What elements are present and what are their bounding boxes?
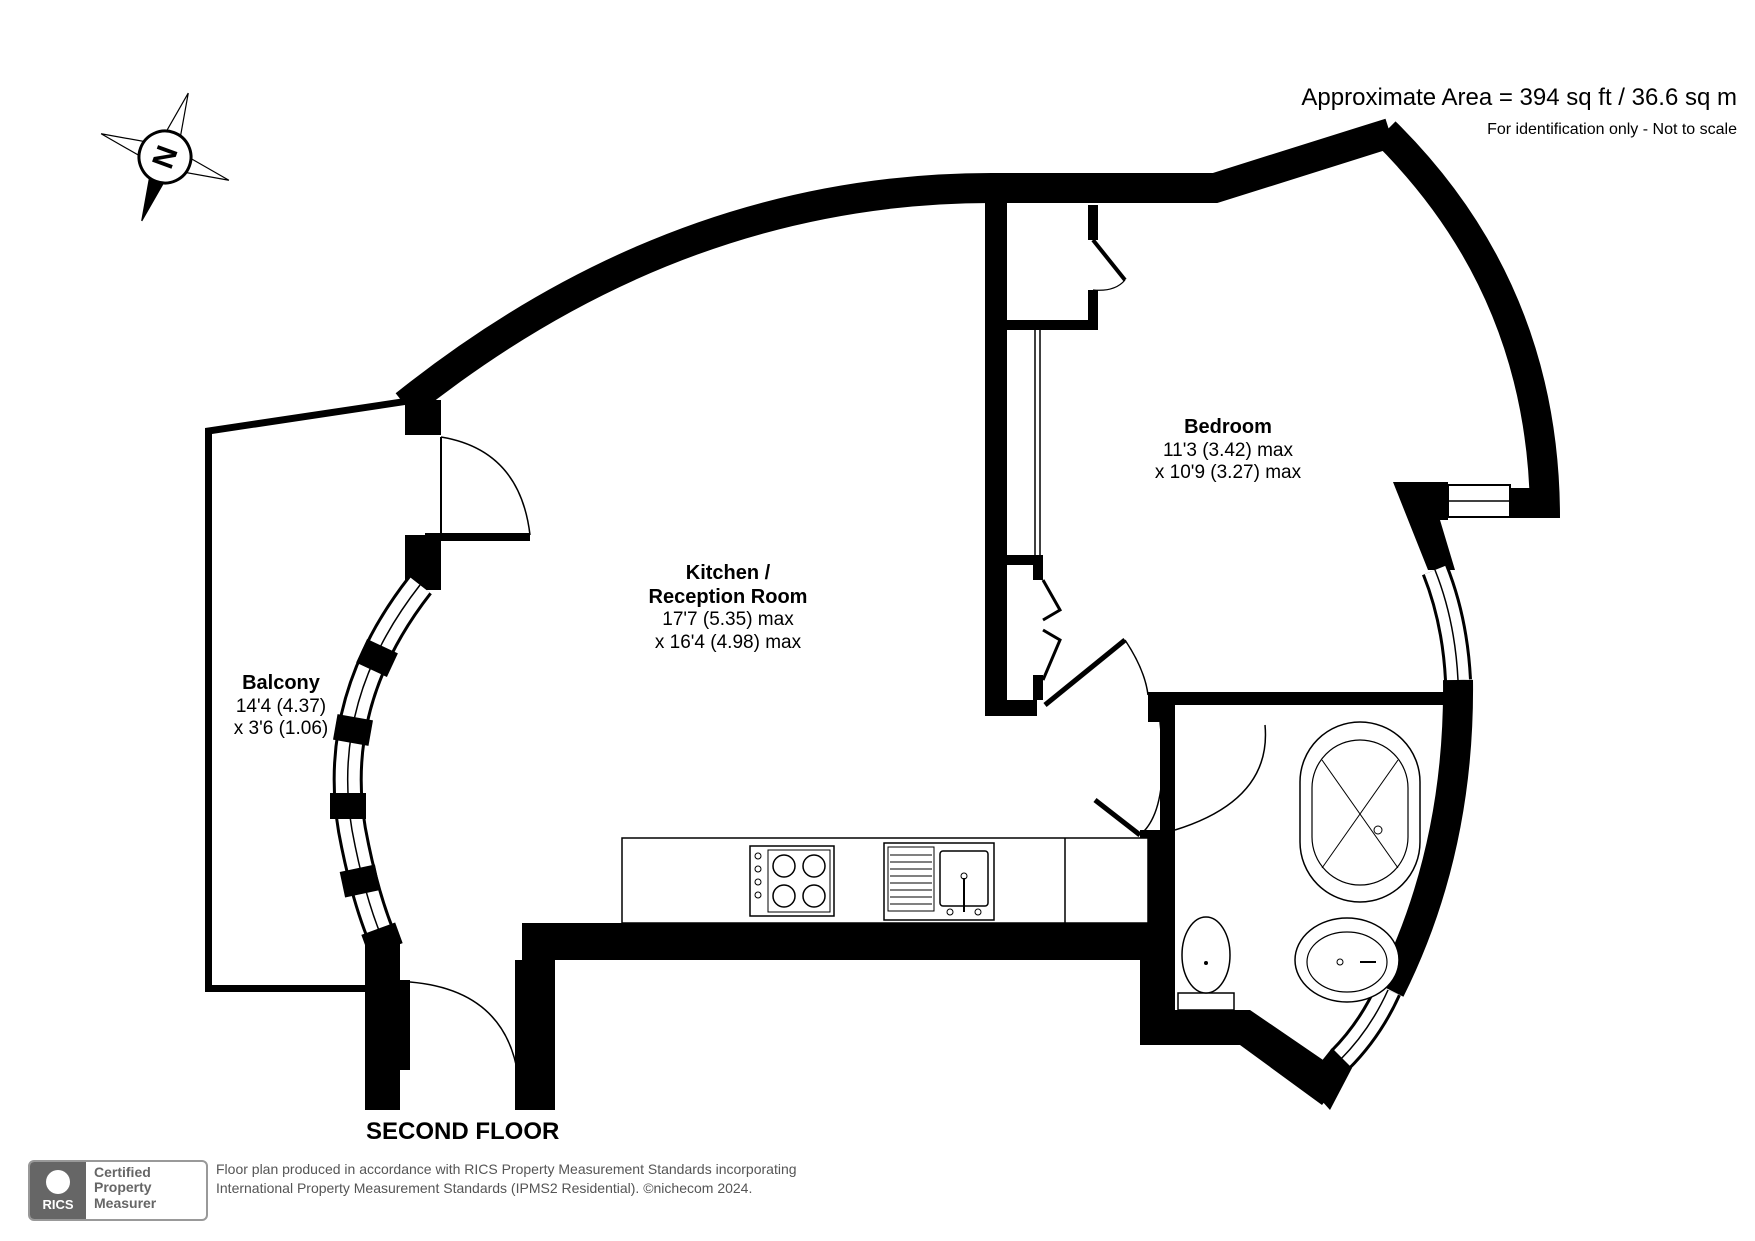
north-wall <box>395 118 1395 417</box>
footer-line1: Floor plan produced in accordance with R… <box>216 1161 797 1177</box>
washbasin-icon <box>1294 917 1400 1003</box>
east-wall <box>1374 121 1560 519</box>
balcony-label: Balcony 14'4 (4.37) x 3'6 (1.06) <box>234 672 328 740</box>
bedroom-dim2: x 10'9 (3.27) max <box>1154 462 1302 483</box>
kitchen-south-wall <box>515 923 1148 1110</box>
bedroom-name: Bedroom <box>1184 416 1272 438</box>
footer-text: Floor plan produced in accordance with R… <box>216 1160 797 1198</box>
compass-rose-icon <box>100 92 230 222</box>
badge-line3: Measurer <box>94 1194 157 1211</box>
bedroom-west-wall <box>985 200 1007 716</box>
balcony-dim1: 14'4 (4.37) <box>235 695 327 717</box>
balcony-door-jamb <box>405 400 441 435</box>
footer-line2: International Property Measurement Stand… <box>216 1179 753 1196</box>
sink-icon <box>883 842 995 921</box>
badge-line1: Certified <box>94 1164 151 1180</box>
bedroom-label: Bedroom 11'3 (3.42) max x 10'9 (3.27) ma… <box>1155 416 1301 484</box>
east-wall-end <box>1510 488 1558 518</box>
bathroom-south-wall <box>1140 855 1345 1105</box>
bathroom-door <box>1093 798 1142 837</box>
approximate-area: Approximate Area = 394 sq ft / 36.6 sq m <box>1301 84 1737 111</box>
toilet-icon <box>1177 916 1235 1011</box>
balcony-dim2: x 3'6 (1.06) <box>233 718 329 739</box>
bath-icon <box>1299 721 1421 903</box>
entrance-jamb-west <box>365 940 400 1110</box>
rics-lion-icon <box>46 1169 70 1194</box>
east-wall-jamb <box>1393 482 1455 570</box>
rics-badge: RICS Certified Property Measurer <box>28 1160 208 1221</box>
kitchen-name-line2: Reception Room <box>648 585 808 608</box>
kitchen-dim1: 17'7 (5.35) max <box>662 609 794 631</box>
bedroom-door <box>1043 638 1127 707</box>
south-east-wall <box>1376 679 1474 997</box>
badge-line2: Property <box>94 1179 152 1196</box>
bedroom-dim1: 11'3 (3.42) max <box>1162 439 1294 461</box>
kitchen-dim2: x 16'4 (4.98) max <box>654 631 802 653</box>
balcony-name: Balcony <box>242 672 320 694</box>
identification-note: For identification only - Not to scale <box>1487 121 1737 138</box>
rics-brand: RICS <box>42 1196 74 1212</box>
floor-title: SECOND FLOOR <box>366 1118 560 1145</box>
kitchen-label: Kitchen / Reception Room 17'7 (5.35) max… <box>649 562 808 654</box>
rics-logo: RICS <box>30 1162 86 1219</box>
wardrobe-top <box>1007 320 1097 330</box>
kitchen-name-line1: Kitchen / <box>685 562 771 584</box>
hob-icon <box>749 845 835 917</box>
